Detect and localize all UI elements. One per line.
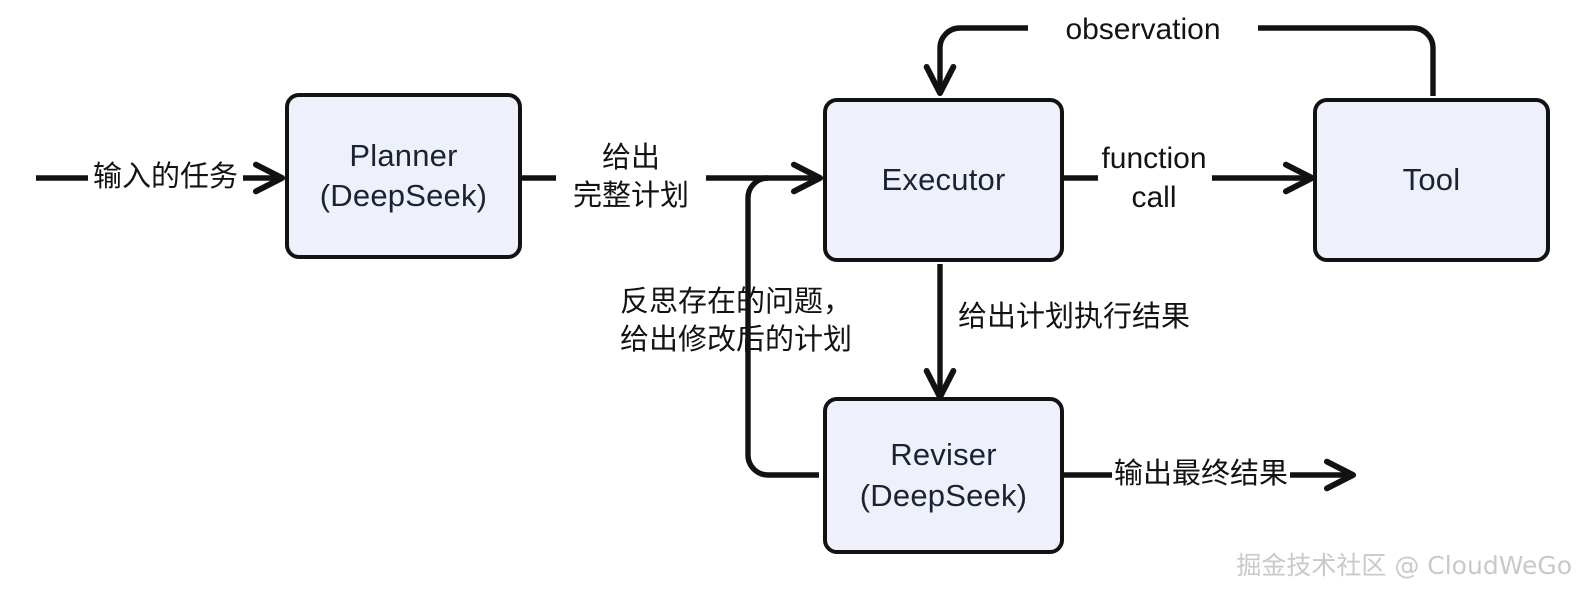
- node-executor[interactable]: Executor: [823, 98, 1064, 262]
- node-tool[interactable]: Tool: [1313, 98, 1550, 262]
- wire-reflect-loop: [745, 175, 819, 478]
- wire-observation-right: [1258, 25, 1436, 96]
- node-executor-line1: Executor: [881, 161, 1006, 197]
- edge-label-exec-result: 给出计划执行结果: [958, 299, 1191, 333]
- node-planner[interactable]: Planner (DeepSeek): [285, 93, 522, 259]
- watermark: 掘金技术社区 @ CloudWeGo: [1236, 551, 1572, 580]
- node-reviser[interactable]: Reviser (DeepSeek): [823, 397, 1064, 554]
- node-tool-line1: Tool: [1402, 161, 1461, 197]
- edge-label-input: 输入的任务: [92, 159, 238, 193]
- edge-label-function-call: function call: [1101, 142, 1207, 214]
- edge-label-reflect: 反思存在的问题， 给出修改后的计划: [620, 284, 853, 356]
- wire-observation-left: [923, 25, 1028, 97]
- node-reviser-line2: (DeepSeek): [859, 477, 1028, 513]
- edge-label-plan: 给出 完整计划: [572, 140, 689, 212]
- edge-label-final-output: 输出最终结果: [1113, 456, 1288, 490]
- edge-label-observation: observation: [1065, 13, 1221, 46]
- node-planner-line1: Planner: [349, 137, 458, 173]
- node-planner-line2: (DeepSeek): [319, 178, 488, 213]
- node-reviser-line1: Reviser: [890, 437, 997, 473]
